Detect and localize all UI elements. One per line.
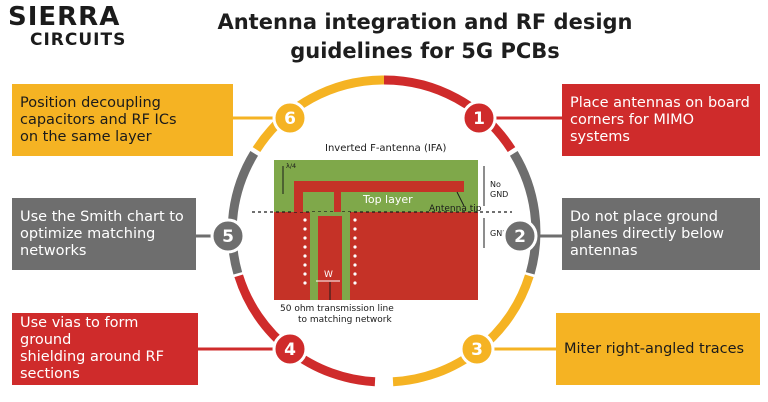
- via-dot: [303, 272, 307, 276]
- guideline-card-5: Use the Smith chart to optimize matching…: [12, 198, 196, 270]
- ground-plane: [274, 212, 478, 300]
- guideline-1-line-1: Place antennas on board: [570, 94, 750, 111]
- page-title: Antenna integration and RF design guidel…: [190, 8, 660, 66]
- guideline-card-2: Do not place ground planes directly belo…: [562, 198, 760, 270]
- guideline-card-6: Position decoupling capacitors and RF IC…: [12, 84, 233, 156]
- badge-4: 4: [272, 331, 308, 367]
- guideline-4-text: Use vias to form ground shielding around…: [20, 315, 190, 383]
- via-dot: [353, 281, 357, 285]
- ring-arc-5: [227, 151, 259, 275]
- via-dot: [353, 254, 357, 258]
- badge-3: 3: [459, 331, 495, 367]
- guideline-6-line-3: on the same layer: [20, 128, 152, 145]
- title-line-2: guidelines for 5G PCBs: [290, 39, 560, 63]
- guideline-5-text: Use the Smith chart to optimize matching…: [20, 209, 184, 260]
- badge-2-number: 2: [514, 227, 526, 247]
- guideline-5-line-1: Use the Smith chart to: [20, 208, 184, 225]
- antenna-tip-label: Antenna tip: [429, 204, 482, 214]
- guideline-6-text: Position decoupling capacitors and RF IC…: [20, 95, 177, 146]
- antenna-arm: [294, 181, 464, 192]
- badge-6-number: 6: [284, 109, 296, 129]
- guideline-5-line-2: optimize matching: [20, 225, 156, 242]
- guideline-1-text: Place antennas on board corners for MIMO…: [570, 95, 750, 146]
- clearance-left: [310, 212, 318, 300]
- guideline-card-1: Place antennas on board corners for MIMO…: [562, 84, 760, 156]
- guideline-6-line-2: capacitors and RF ICs: [20, 111, 177, 128]
- via-dot: [303, 254, 307, 258]
- via-dot: [353, 263, 357, 267]
- clearance-right: [342, 212, 350, 300]
- via-dot: [303, 263, 307, 267]
- feed-stub: [334, 181, 341, 216]
- via-dot: [303, 218, 307, 222]
- via-dot: [353, 218, 357, 222]
- via-dot: [353, 245, 357, 249]
- badge-3-circle: [459, 331, 495, 367]
- badge-5: 5: [210, 218, 246, 254]
- logo-name: SIERRA: [8, 2, 121, 32]
- guideline-2-line-3: antennas: [570, 242, 638, 259]
- badge-5-number: 5: [222, 227, 234, 247]
- ring-arc-6: [252, 75, 385, 153]
- no-gnd-label-1: No: [490, 180, 501, 189]
- via-dot: [353, 236, 357, 240]
- guideline-6-line-1: Position decoupling: [20, 94, 161, 111]
- sierra-circuits-logo: SIERRA CIRCUITS: [8, 4, 148, 49]
- badge-2-circle: [502, 218, 538, 254]
- guideline-1-line-3: systems: [570, 128, 630, 145]
- guideline-4-line-3: sections: [20, 366, 80, 382]
- guideline-2-line-1: Do not place ground: [570, 208, 718, 225]
- badge-1: 1: [461, 100, 497, 136]
- top-layer-label: Top layer: [362, 193, 413, 206]
- via-dot: [303, 227, 307, 231]
- guideline-2-text: Do not place ground planes directly belo…: [570, 209, 724, 260]
- caption-line-1: 50 ohm transmission line: [280, 304, 394, 314]
- badge-3-number: 3: [471, 340, 483, 360]
- badge-1-circle: [461, 100, 497, 136]
- guideline-4-line-2: shielding around RF: [20, 349, 164, 365]
- gnd-label: GND: [490, 229, 508, 238]
- badge-6: 6: [272, 100, 308, 136]
- via-dot: [303, 281, 307, 285]
- antenna-tip-pointer: [456, 191, 465, 207]
- badge-2: 2: [502, 218, 538, 254]
- title-line-1: Antenna integration and RF design: [217, 10, 633, 34]
- guideline-card-3: Miter right-angled traces: [556, 313, 760, 385]
- guideline-3-line-1: Miter right-angled traces: [564, 340, 745, 357]
- via-dot: [353, 272, 357, 276]
- via-dot: [303, 236, 307, 240]
- shorting-stub: [294, 181, 303, 212]
- via-fence: [303, 218, 357, 285]
- guideline-5-line-3: networks: [20, 242, 87, 259]
- guideline-card-4: Use vias to form ground shielding around…: [12, 313, 198, 385]
- ring-arc-1: [383, 75, 516, 153]
- via-dot: [353, 227, 357, 231]
- feed-gap: [318, 212, 342, 216]
- badge-4-circle: [272, 331, 308, 367]
- guideline-2-line-2: planes directly below: [570, 225, 724, 242]
- badge-1-number: 1: [473, 109, 485, 129]
- guideline-3-text: Miter right-angled traces: [564, 341, 744, 358]
- width-label: W: [324, 270, 333, 280]
- badge-6-circle: [272, 100, 308, 136]
- guideline-4-line-1: Use vias to form ground: [20, 315, 139, 348]
- lambda-label: λ/4: [286, 162, 296, 170]
- logo-subname: CIRCUITS: [30, 30, 127, 50]
- via-dot: [303, 245, 307, 249]
- caption-line-2: to matching network: [298, 315, 392, 325]
- no-gnd-label-2: GND: [490, 190, 508, 199]
- badge-5-circle: [210, 218, 246, 254]
- ring-arc-2: [509, 151, 541, 275]
- guideline-1-line-2: corners for MIMO: [570, 111, 695, 128]
- badge-4-number: 4: [284, 340, 296, 360]
- ifa-antenna-diagram: Inverted F-antenna (IFA) λ/4 Top layer A…: [252, 143, 512, 325]
- ifa-title: Inverted F-antenna (IFA): [325, 143, 446, 154]
